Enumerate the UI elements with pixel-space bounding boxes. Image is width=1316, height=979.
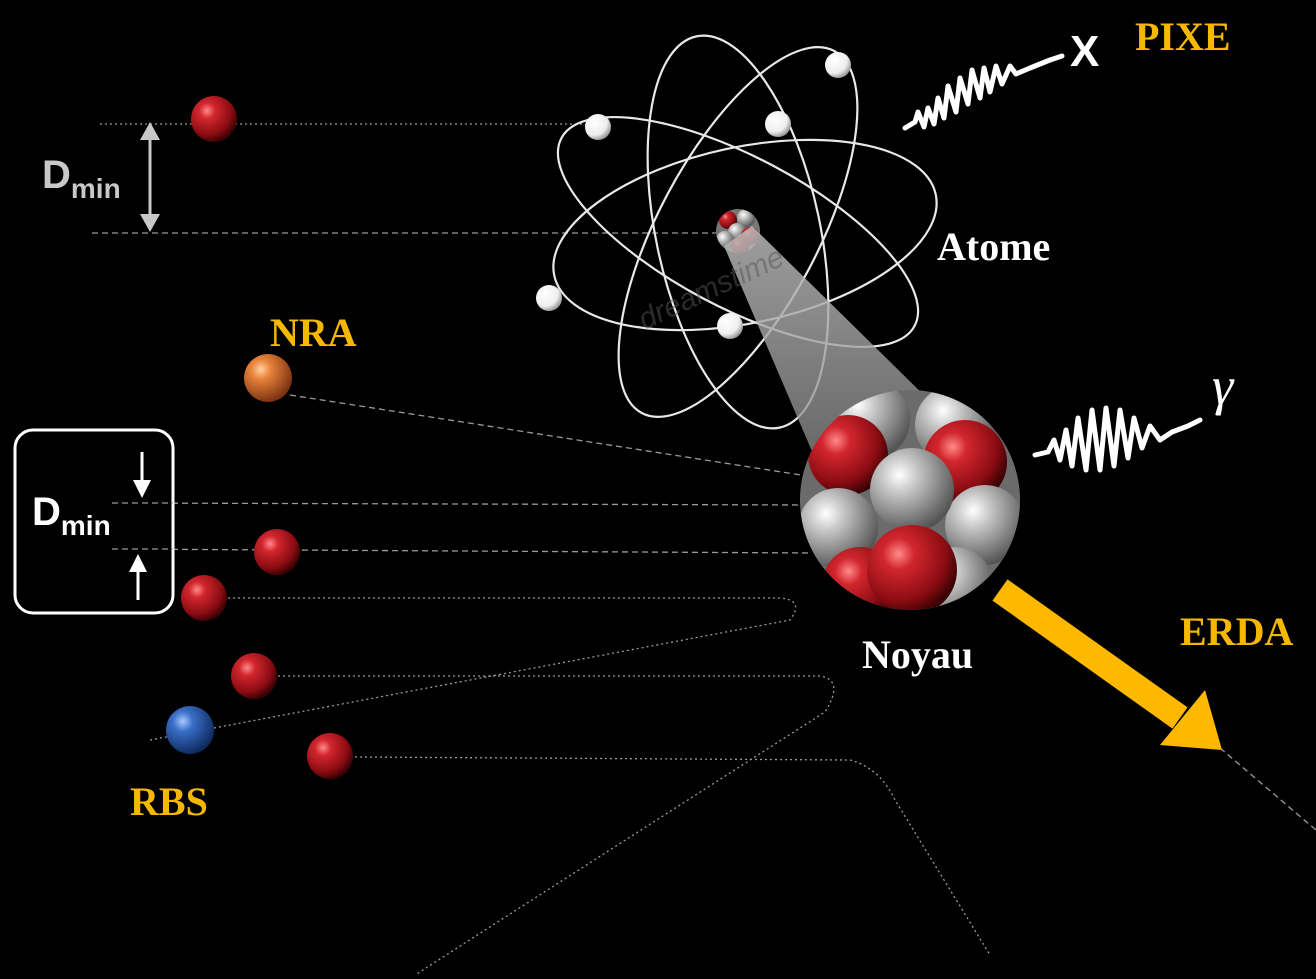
- rbs-particle: [166, 706, 214, 754]
- deflected-trajectory-2: [278, 675, 835, 976]
- electron: [585, 114, 611, 140]
- nra-label: NRA: [270, 310, 357, 355]
- dmin-box-lower-line: [111, 548, 813, 554]
- erda-label: ERDA: [1180, 609, 1293, 654]
- gamma-label: γ: [1212, 356, 1235, 416]
- proton-particle: [231, 653, 277, 699]
- proton-particle: [307, 733, 353, 779]
- deflected-trajectory-1: [149, 597, 797, 741]
- dmin-top-label: Dmin: [42, 153, 121, 204]
- dmin-box-upper-line: [111, 502, 811, 506]
- gamma-wave: [1032, 405, 1203, 473]
- electron: [765, 111, 791, 137]
- nra-trajectory: [289, 394, 821, 479]
- electron: [536, 285, 562, 311]
- erda-arrow: [992, 579, 1222, 750]
- erda-trajectory: [1219, 747, 1316, 831]
- x-ray-label: X: [1070, 27, 1099, 76]
- dmin-top-indicator: [140, 122, 160, 232]
- proton-particle: [254, 529, 300, 575]
- noyau-label: Noyau: [862, 632, 973, 677]
- trajectory-lines: [92, 123, 1316, 976]
- atome-label: Atome: [937, 224, 1050, 269]
- pixe-label: PIXE: [1135, 14, 1231, 59]
- rbs-label: RBS: [130, 779, 208, 824]
- proton-particle: [191, 96, 237, 142]
- deflected-trajectory-3: [354, 756, 991, 956]
- proton-particle: [181, 575, 227, 621]
- electron: [717, 313, 743, 339]
- x-ray-wave: [902, 53, 1065, 131]
- electron: [825, 52, 851, 78]
- nra-particle: [244, 354, 292, 402]
- dmin-box-label: Dmin: [32, 490, 111, 541]
- dmin-box: [13, 428, 175, 615]
